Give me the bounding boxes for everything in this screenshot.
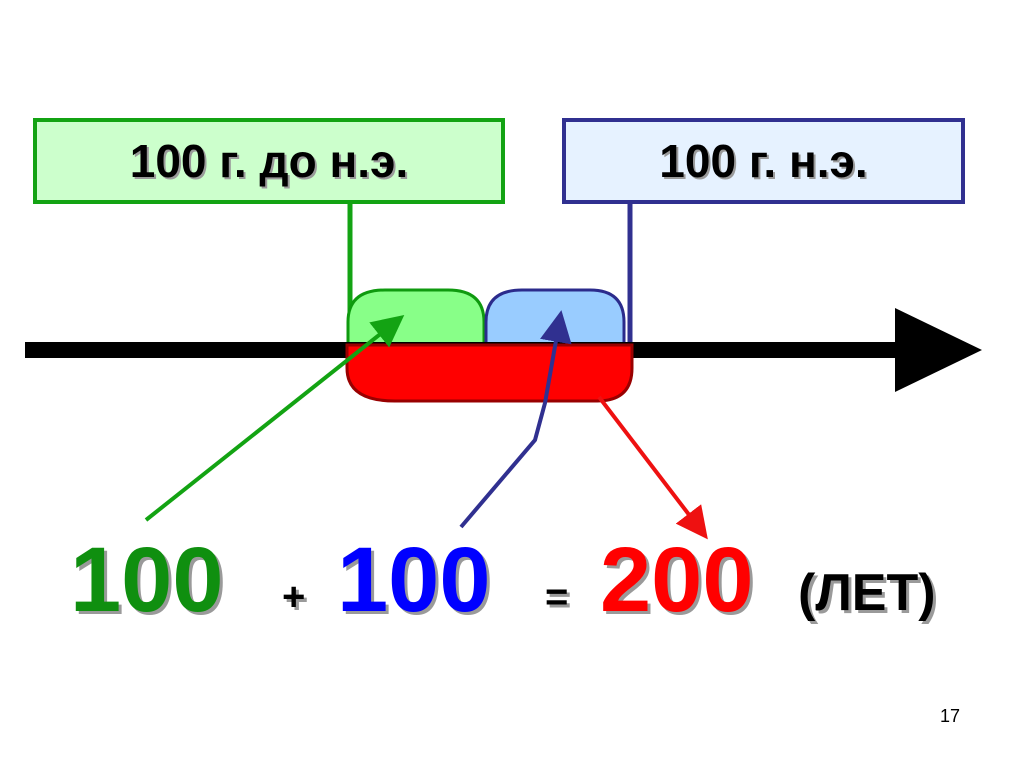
equation-addend-bce: 100 [70, 529, 224, 631]
equation-unit: (ЛЕТ) [798, 564, 936, 622]
equation-result: 200 [600, 529, 754, 631]
equation-equals-sign: = [545, 575, 569, 619]
ce-date-text: 100 г. н.э. [659, 135, 868, 187]
bce-segment [346, 288, 486, 347]
timeline-arrowhead [895, 308, 982, 392]
total-segment [345, 343, 634, 403]
equation-plus-sign: + [282, 575, 306, 619]
blue-arrow [459, 310, 572, 529]
equation-addend-ce: 100 [337, 529, 491, 631]
green-arrow [144, 315, 405, 522]
bce-date-text: 100 г. до н.э. [129, 135, 409, 187]
bce-date-label: 100 г. до н.э. [33, 118, 505, 204]
red-arrow [597, 395, 708, 540]
ce-date-label: 100 г. н.э. [562, 118, 965, 204]
page-number: 17 [940, 706, 961, 726]
